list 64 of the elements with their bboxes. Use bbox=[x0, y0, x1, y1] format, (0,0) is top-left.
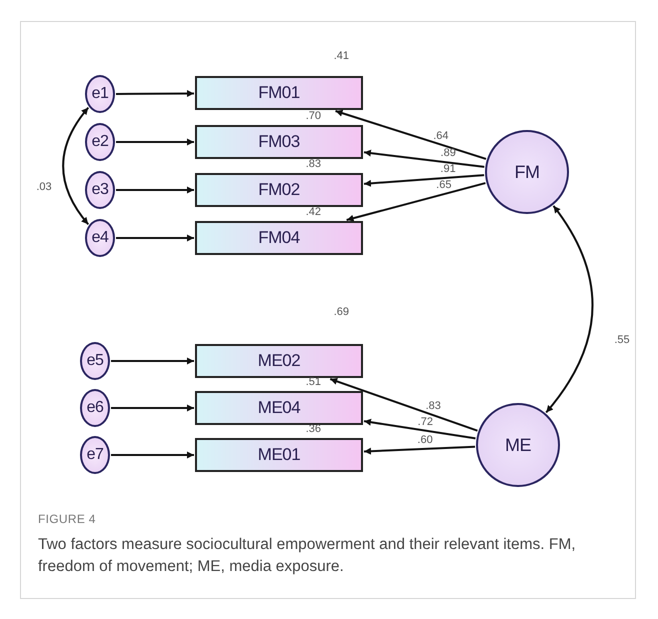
path-arrow bbox=[116, 234, 194, 242]
error-ellipse bbox=[85, 75, 115, 113]
edge-label: .60 bbox=[416, 434, 434, 446]
path-arrow bbox=[364, 446, 476, 455]
squared-correlation: .41 bbox=[334, 50, 349, 62]
variable-label: ME04 bbox=[258, 398, 300, 418]
indicator-box bbox=[195, 125, 363, 159]
variable-label: e1 bbox=[92, 85, 108, 103]
variable-label: FM01 bbox=[258, 83, 300, 103]
variable-label: e5 bbox=[86, 352, 104, 370]
error-ellipse bbox=[85, 123, 115, 161]
indicator-box bbox=[195, 221, 363, 255]
figure-number: FIGURE 4 bbox=[38, 512, 96, 526]
squared-correlation: .83 bbox=[306, 158, 321, 170]
caption: Two factors measure sociocultural empowerment and their relevant items. FM, freedom of movement; ME, media exposure. bbox=[38, 535, 577, 577]
error-ellipse bbox=[85, 219, 115, 257]
path-arrow bbox=[116, 186, 194, 194]
variable-label: e6 bbox=[86, 399, 104, 417]
edge-label: .03 bbox=[35, 181, 53, 193]
indicator-box bbox=[195, 344, 363, 378]
path-arrow bbox=[116, 90, 194, 98]
edge-label: .83 bbox=[424, 400, 442, 412]
covariance-arrow bbox=[62, 107, 90, 225]
path-arrow bbox=[330, 378, 478, 432]
variable-label: e4 bbox=[92, 229, 108, 247]
variable-label: FM04 bbox=[258, 228, 300, 248]
variable-label: e3 bbox=[92, 181, 108, 199]
variable-label: ME01 bbox=[258, 445, 300, 465]
edge-label: .55 bbox=[613, 334, 631, 346]
path-arrow bbox=[364, 150, 484, 168]
squared-correlation: .69 bbox=[334, 306, 349, 318]
indicator-box bbox=[195, 173, 363, 207]
edge-label: .65 bbox=[435, 179, 452, 192]
variable-label: FM02 bbox=[258, 180, 300, 200]
variable-label: ME02 bbox=[258, 351, 300, 371]
path-arrow bbox=[364, 174, 484, 187]
variable-label: FM03 bbox=[258, 132, 300, 152]
variable-label: e7 bbox=[86, 446, 104, 464]
path-arrow bbox=[111, 404, 194, 412]
path-arrow bbox=[335, 110, 486, 160]
path-arrow bbox=[111, 452, 194, 458]
indicator-box bbox=[195, 438, 363, 472]
variable-label: e2 bbox=[92, 133, 108, 151]
squared-correlation: .36 bbox=[306, 423, 321, 435]
edge-label: .91 bbox=[439, 162, 457, 175]
edge-label: .72 bbox=[416, 416, 434, 428]
indicator-box bbox=[195, 391, 363, 425]
edge-label: .89 bbox=[440, 147, 457, 160]
squared-correlation: .70 bbox=[306, 110, 321, 122]
variable-label: FM bbox=[514, 162, 540, 182]
indicator-box bbox=[195, 76, 363, 110]
variable-label: ME bbox=[505, 434, 531, 456]
squared-correlation: .42 bbox=[306, 206, 321, 218]
squared-correlation: .51 bbox=[306, 376, 321, 388]
path-arrow bbox=[111, 358, 194, 364]
edge-label: .64 bbox=[432, 130, 450, 142]
path-arrow bbox=[346, 182, 486, 222]
path-arrow bbox=[364, 418, 476, 440]
error-ellipse bbox=[80, 389, 110, 427]
error-ellipse bbox=[80, 436, 110, 474]
error-ellipse bbox=[85, 171, 115, 209]
path-arrow bbox=[116, 138, 194, 146]
error-ellipse bbox=[80, 342, 110, 380]
covariance-arrow bbox=[545, 205, 594, 414]
